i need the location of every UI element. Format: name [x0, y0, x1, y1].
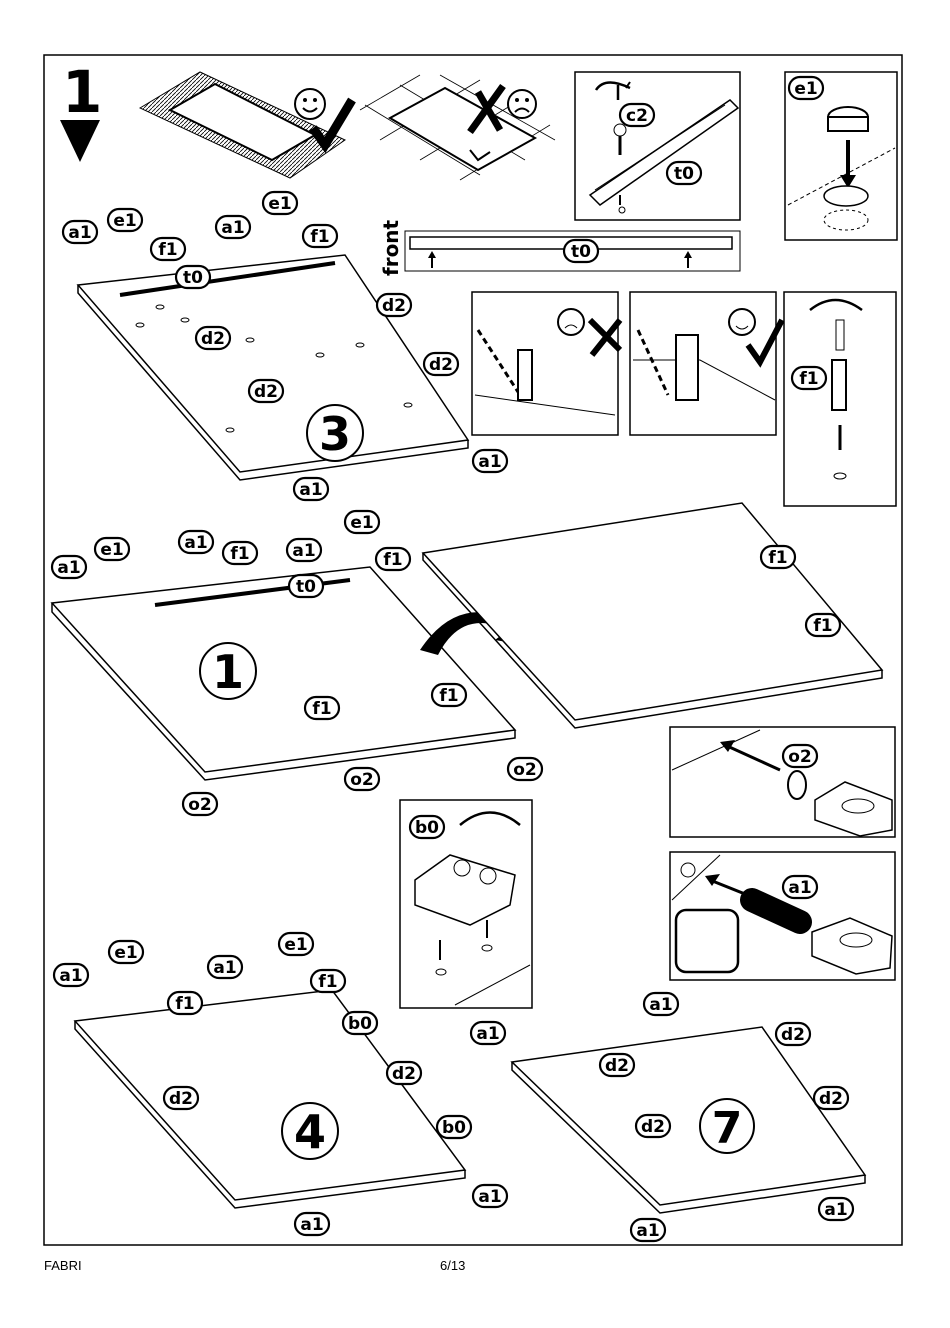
svg-text:a1: a1 — [478, 452, 501, 472]
svg-text:7: 7 — [712, 1103, 743, 1154]
svg-text:e1: e1 — [100, 540, 123, 560]
svg-text:e1: e1 — [113, 211, 136, 231]
carpet-correct-illustration — [140, 72, 352, 178]
svg-text:b0: b0 — [348, 1014, 372, 1034]
svg-text:1: 1 — [212, 645, 244, 699]
svg-text:e1: e1 — [114, 943, 137, 963]
svg-text:a1: a1 — [478, 1187, 501, 1207]
a1-detail-box: a1 — [670, 852, 895, 980]
svg-text:f1: f1 — [439, 686, 458, 706]
svg-text:o2: o2 — [350, 770, 374, 790]
svg-text:a1: a1 — [221, 218, 244, 238]
svg-text:3: 3 — [319, 407, 351, 461]
dowel-wrong-detail-box — [472, 292, 620, 435]
step-number: 1 — [62, 58, 102, 126]
dowel-right-detail-box — [630, 292, 782, 435]
svg-text:e1: e1 — [284, 935, 307, 955]
floor-wrong-illustration — [360, 75, 555, 180]
svg-text:a1: a1 — [636, 1221, 659, 1241]
svg-text:t0: t0 — [183, 268, 203, 288]
svg-text:t0: t0 — [296, 577, 316, 597]
panel-3-board: 3 — [78, 255, 468, 480]
panel-4-board: 4 — [75, 990, 465, 1208]
svg-text:a1: a1 — [649, 995, 672, 1015]
svg-text:a1: a1 — [300, 1215, 323, 1235]
svg-text:d2: d2 — [641, 1117, 665, 1137]
f1-screw-detail-box: f1 — [784, 292, 896, 506]
svg-text:e1: e1 — [794, 79, 817, 99]
svg-text:b0: b0 — [442, 1118, 466, 1138]
svg-text:c2: c2 — [626, 106, 648, 126]
svg-text:f1: f1 — [230, 544, 249, 564]
svg-text:d2: d2 — [254, 382, 278, 402]
flipped-board: f1 f1 — [423, 503, 882, 728]
svg-text:a1: a1 — [788, 878, 811, 898]
svg-text:d2: d2 — [819, 1089, 843, 1109]
svg-text:f1: f1 — [158, 240, 177, 260]
svg-text:d2: d2 — [429, 355, 453, 375]
cam-e1-detail-box: e1 — [785, 72, 897, 240]
svg-text:f1: f1 — [310, 227, 329, 247]
svg-text:f1: f1 — [799, 369, 818, 389]
svg-text:a1: a1 — [59, 966, 82, 986]
svg-text:o2: o2 — [188, 795, 212, 815]
svg-text:f1: f1 — [318, 972, 337, 992]
svg-text:d2: d2 — [781, 1025, 805, 1045]
o2-detail-box: o2 — [670, 727, 895, 837]
svg-text:a1: a1 — [57, 558, 80, 578]
svg-text:a1: a1 — [213, 958, 236, 978]
svg-text:f1: f1 — [312, 699, 331, 719]
footer-page-number: 6/13 — [440, 1258, 465, 1273]
step-down-arrow-icon — [60, 120, 100, 162]
svg-text:e1: e1 — [350, 513, 373, 533]
svg-text:d2: d2 — [201, 329, 225, 349]
svg-text:a1: a1 — [68, 223, 91, 243]
svg-text:t0: t0 — [674, 164, 694, 184]
svg-text:o2: o2 — [513, 760, 537, 780]
svg-text:a1: a1 — [824, 1200, 847, 1220]
svg-text:f1: f1 — [768, 548, 787, 568]
svg-text:t0: t0 — [571, 242, 591, 262]
svg-text:d2: d2 — [605, 1056, 629, 1076]
smiley-happy-icon — [295, 89, 325, 119]
footer-brand: FABRI — [44, 1258, 82, 1273]
svg-text:f1: f1 — [813, 616, 832, 636]
panel-7-board: 7 — [512, 1027, 865, 1213]
svg-text:4: 4 — [294, 1105, 326, 1159]
svg-text:e1: e1 — [268, 194, 291, 214]
svg-text:d2: d2 — [392, 1064, 416, 1084]
b0-hinge-detail-box: b0 — [400, 800, 532, 1008]
svg-text:a1: a1 — [184, 533, 207, 553]
svg-text:f1: f1 — [383, 550, 402, 570]
rail-screw-detail-box: c2 t0 — [575, 72, 740, 220]
front-rail-diagram: front t0 — [379, 219, 740, 276]
svg-text:b0: b0 — [415, 818, 439, 838]
hammer-warning-icon — [676, 910, 738, 972]
svg-text:a1: a1 — [476, 1024, 499, 1044]
svg-text:d2: d2 — [169, 1089, 193, 1109]
front-label: front — [379, 219, 403, 276]
smiley-sad-icon — [508, 90, 536, 118]
panel-1-board: 1 — [52, 567, 515, 780]
svg-text:f1: f1 — [175, 994, 194, 1014]
svg-text:a1: a1 — [299, 480, 322, 500]
svg-text:a1: a1 — [292, 541, 315, 561]
svg-text:d2: d2 — [382, 296, 406, 316]
svg-text:o2: o2 — [788, 747, 812, 767]
